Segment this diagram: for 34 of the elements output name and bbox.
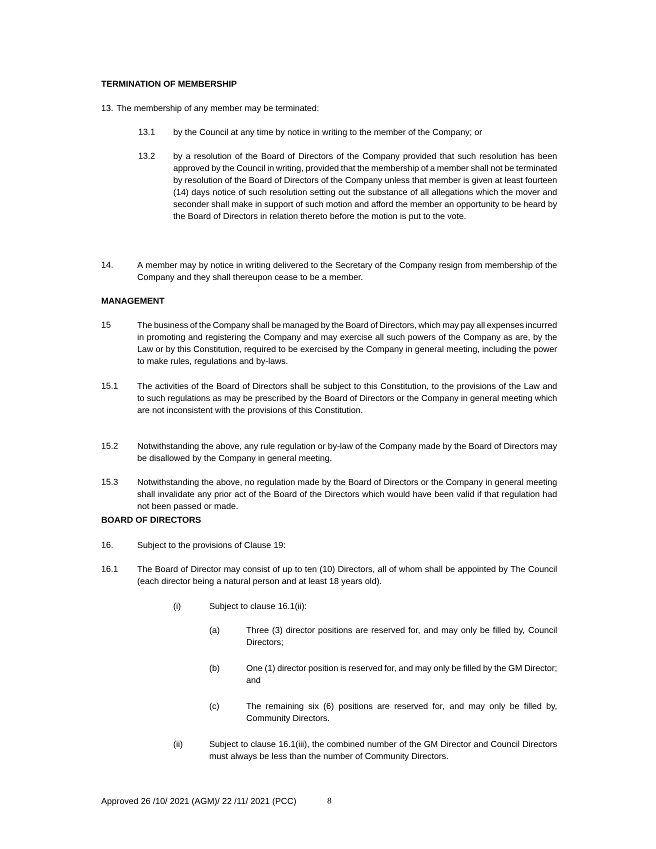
footer-text: Approved 26 /10/ 2021 (AGM)/ 22 /11/ 2021 (PCC) [101, 798, 296, 806]
clause-text: The Board of Director may consist of up to ten (10) Directors, all of whom shall be appointed by The Council (each director being a natural person and at least 18 years old). [137, 566, 557, 586]
clause-text: 13. The membership of any member may be terminated: [102, 104, 318, 113]
clause-text: by the Council at any time by notice in writing to the member of the Company; or [174, 128, 482, 137]
clause-number: 16. [102, 542, 112, 548]
clause-number: (b) [210, 664, 220, 673]
clause-number: 15 [102, 322, 110, 328]
clause-text: The business of the Company shall be managed by the Board of Directors, which may pay all expenses incurred in promoting and registering the Company and may exercise all such powers of the Company as are, by the Law or by this Constitution, required to be exercised by the Company in general meeting, including the power to make rules, regulations and by-laws. [137, 322, 557, 366]
clause-text: Subject to clause 16.1(ii): [210, 602, 306, 611]
section-heading: BOARD OF DIRECTORS [102, 516, 201, 523]
clause-number: 13.2 [138, 152, 155, 159]
section-heading: TERMINATION OF MEMBERSHIP [101, 80, 237, 87]
clause-text: Subject to clause 16.1(iii), the combined number of the GM Director and Council Directors must always be less than the number of Community Directors. [210, 740, 557, 761]
clause-number: 14. [102, 262, 112, 268]
clause-text: A member may by notice in writing delivered to the Secretary of the Company resign from membership of the Company and they shall thereupon cease to be a member. [137, 262, 557, 282]
clause-text: Three (3) director positions are reserved for, and may only be filled by, Council Directors; [246, 626, 557, 646]
clause-text: Notwithstanding the above, no regulation made by the Board of Directors or the Company in general meeting shall invalidate any prior act of the Board of the Directors which would have been valid if that regulation had not been passed or made. [137, 478, 557, 511]
clause-text: Notwithstanding the above, any rule regulation or by-law of the Company made by the Board of Directors may be disallowed by the Company in general meeting. [138, 442, 558, 463]
clause-number: 15.3 [102, 478, 118, 485]
clause-number: (ii) [174, 740, 182, 749]
clause-text: One (1) director position is reserved for, and may only be filled by the GM Director; and [246, 664, 556, 684]
clause-text: Subject to the provisions of Clause 19: [138, 542, 285, 550]
clause-text: The activities of the Board of Directors shall be subject to this Constitution, to the provisions of the Law and to such regulations as may be prescribed by the Board of Directors or the Company in general meeting which are not inconsistent with the provisions of this Constitution. [137, 382, 557, 415]
clause-number: (a) [210, 626, 220, 635]
clause-number: 15.1 [102, 382, 118, 389]
page-number: 8 [328, 798, 332, 804]
section-heading: MANAGEMENT [102, 298, 164, 304]
clause-number: 16.1 [102, 566, 118, 572]
clause-number: (i) [174, 602, 180, 611]
clause-number: 13.1 [138, 128, 155, 135]
clause-text: by a resolution of the Board of Directors of the Company provided that such resolution has been approved by the Council in writing, provided that the membership of a member shall not be terminated by resolution of the Board of Directors of the Company unless that member is given at least fourteen (14) days notice of such resolution setting out the substance of all allegations which the mover and seconder shall make in support of such motion and afford the member an opportunity to be heard by the Board of Directors in relation thereto before the motion is put to the vote. [173, 152, 558, 221]
clause-number: 15.2 [102, 442, 118, 449]
clause-text: The remaining six (6) positions are reserved for, and may only be filled by, Community Directors. [246, 702, 556, 723]
clause-number: (c) [210, 702, 219, 711]
